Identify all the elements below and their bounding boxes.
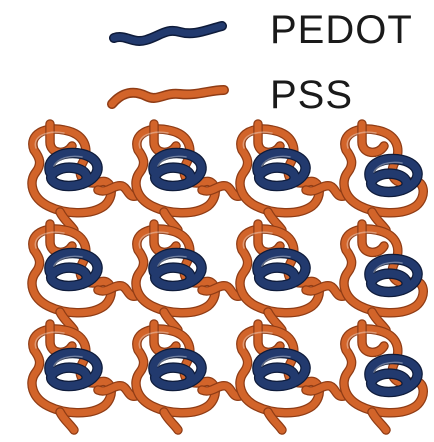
pedot-coil	[257, 253, 305, 286]
pss-link	[306, 186, 344, 197]
pedot-pss-unit-r2-c3	[240, 224, 344, 330]
pedot-coil	[49, 353, 97, 386]
pedot-pss-unit-r2-c2	[136, 224, 240, 330]
pedot-coil	[369, 359, 417, 392]
pedot-pss-unit-r1-c2	[136, 124, 240, 230]
pedot-pss-network	[32, 124, 423, 430]
pss-link	[202, 286, 240, 297]
pedot-pss-unit-r1-c1	[32, 124, 136, 230]
pedot-coil	[153, 353, 201, 386]
pedot-pss-unit-r1-c4	[344, 124, 423, 230]
pedot-pss-unit-r3-c4	[344, 324, 423, 430]
pss-legend-icon	[112, 90, 224, 104]
pss-link	[98, 286, 136, 297]
pss-link	[98, 186, 136, 197]
pss-link	[306, 386, 344, 397]
pss-link	[306, 286, 344, 297]
pedot-coil	[257, 353, 305, 386]
pedot-pss-unit-r2-c4	[344, 224, 423, 330]
pedot-legend-label: PEDOT	[270, 10, 413, 50]
pedot-legend-icon	[114, 26, 222, 41]
pedot-coil	[369, 259, 417, 292]
pss-link	[202, 386, 240, 397]
pedot-pss-unit-r1-c3	[240, 124, 344, 230]
pss-legend-label: PSS	[270, 75, 353, 115]
pedot-coil	[49, 253, 97, 286]
pedot-pss-unit-r3-c3	[240, 324, 344, 430]
pedot-coil	[369, 159, 417, 192]
pedot-pss-unit-r3-c2	[136, 324, 240, 430]
pedot-coil	[257, 153, 305, 186]
pedot-coil	[153, 253, 201, 286]
pss-link	[98, 386, 136, 397]
pedot-coil	[49, 153, 97, 186]
pss-link	[202, 186, 240, 197]
pedot-pss-unit-r3-c1	[32, 324, 136, 430]
pedot-coil	[153, 153, 201, 186]
pedot-pss-unit-r2-c1	[32, 224, 136, 330]
